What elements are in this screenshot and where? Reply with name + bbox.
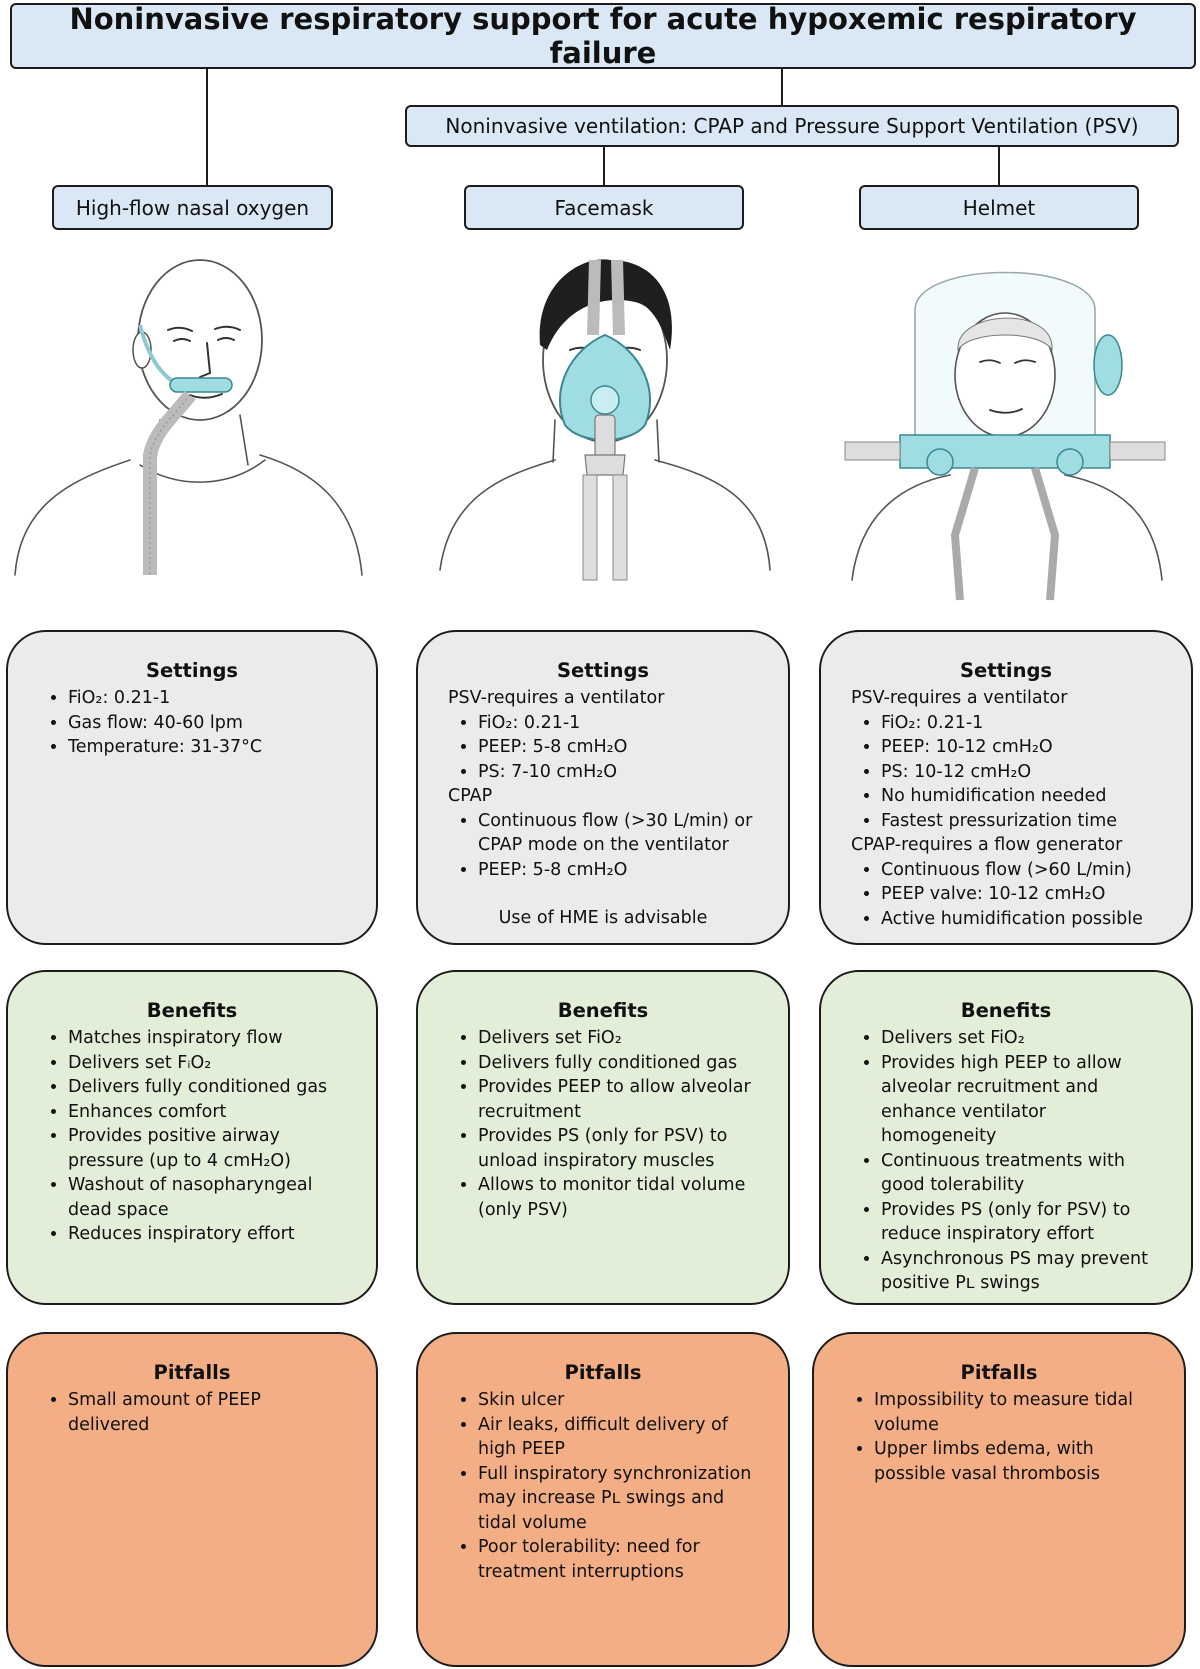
list-item: PEEP: 5-8 cmH₂O — [478, 858, 758, 883]
hfno-patient-illustration — [14, 259, 363, 576]
facemask-psv-label: PSV-requires a ventilator — [448, 688, 665, 708]
list-item: PEEP valve: 10-12 cmH₂O — [881, 882, 1161, 907]
facemask-hme-note: Use of HME is advisable — [498, 908, 708, 928]
list-item: PS: 7-10 cmH₂O — [478, 760, 758, 785]
niv-header: Noninvasive ventilation: CPAP and Pressu… — [405, 105, 1179, 147]
facemask-benefits-list: Delivers set FiO₂ Delivers fully conditi… — [448, 1026, 758, 1222]
connector-niv-helmet — [998, 147, 1000, 185]
list-item: No humidification needed — [881, 784, 1161, 809]
list-item: Provides PEEP to allow alveolar recruitm… — [478, 1075, 758, 1124]
list-item: Delivers fully conditioned gas — [478, 1051, 758, 1076]
helmet-pitfalls-card: Pitfalls Impossibility to measure tidal … — [812, 1332, 1186, 1667]
helmet-cpap-list: Continuous flow (>60 L/min) PEEP valve: … — [851, 858, 1161, 932]
hfno-pitfalls-list: Small amount of PEEP delivered — [38, 1388, 346, 1437]
hfno-settings-heading: Settings — [145, 659, 239, 682]
list-item: Full inspiratory synchronization may inc… — [478, 1462, 758, 1536]
facemask-patient-illustration — [439, 259, 771, 581]
list-item: Active humidification possible — [881, 907, 1161, 932]
list-item: Delivers fully conditioned gas — [68, 1075, 346, 1100]
facemask-hair — [539, 259, 672, 350]
facemask-benefits-heading: Benefits — [557, 999, 649, 1022]
helmet-benefits-card: Benefits Delivers set FiO₂ Provides high… — [819, 970, 1193, 1305]
hfno-settings-card: Settings FiO₂: 0.21-1 Gas flow: 40-60 lp… — [6, 630, 378, 945]
helmet-settings-card: Settings PSV-requires a ventilator FiO₂:… — [819, 630, 1193, 945]
diagram-title: Noninvasive respiratory support for acut… — [10, 2, 1196, 70]
list-item: Provides PS (only for PSV) to reduce ins… — [881, 1198, 1161, 1247]
facemask-cpap-list: Continuous flow (>30 L/min) or CPAP mode… — [448, 809, 758, 883]
list-item: Continuous flow (>30 L/min) or CPAP mode… — [478, 809, 758, 858]
helmet-pitfalls-heading: Pitfalls — [960, 1361, 1038, 1384]
helmet-patient-illustration — [844, 271, 1166, 601]
facemask-settings-heading: Settings — [556, 659, 650, 682]
connector-niv-facemask — [603, 147, 605, 185]
list-item: PEEP: 10-12 cmH₂O — [881, 735, 1161, 760]
list-item: PS: 10-12 cmH₂O — [881, 760, 1161, 785]
list-item: Matches inspiratory flow — [68, 1026, 346, 1051]
list-item: Fastest pressurization time — [881, 809, 1161, 834]
facemask-psv-list: FiO₂: 0.21-1 PEEP: 5-8 cmH₂O PS: 7-10 cm… — [448, 711, 758, 785]
nasal-cannula-icon — [169, 377, 233, 393]
facemask-cpap-label: CPAP — [448, 786, 493, 806]
hfno-benefits-heading: Benefits — [146, 999, 238, 1022]
list-item: Reduces inspiratory effort — [68, 1222, 346, 1247]
helmet-pitfalls-list: Impossibility to measure tidal volume Up… — [844, 1388, 1154, 1486]
list-item: Delivers set FiO₂ — [881, 1026, 1161, 1051]
list-item: Upper limbs edema, with possible vasal t… — [874, 1437, 1154, 1486]
list-item: Provides high PEEP to allow alveolar rec… — [881, 1051, 1161, 1149]
list-item: Washout of nasopharyngeal dead space — [68, 1173, 346, 1222]
facemask-pitfalls-heading: Pitfalls — [564, 1361, 642, 1384]
facemask-benefits-card: Benefits Delivers set FiO₂ Delivers full… — [416, 970, 790, 1305]
hfno-settings-list: FiO₂: 0.21-1 Gas flow: 40-60 lpm Tempera… — [38, 686, 346, 760]
list-item: Air leaks, difficult delivery of high PE… — [478, 1413, 758, 1462]
helmet-psv-label: PSV-requires a ventilator — [851, 688, 1068, 708]
helmet-cpap-label: CPAP-requires a flow generator — [851, 835, 1123, 855]
hfno-pitfalls-heading: Pitfalls — [153, 1361, 231, 1384]
list-item: Continuous treatments with good tolerabi… — [881, 1149, 1161, 1198]
connector-title-niv — [781, 69, 783, 105]
list-item: Allows to monitor tidal volume (only PSV… — [478, 1173, 758, 1222]
list-item: FiO₂: 0.21-1 — [478, 711, 758, 736]
list-item: Enhances comfort — [68, 1100, 346, 1125]
list-item: FiO₂: 0.21-1 — [68, 686, 346, 711]
hfno-header: High-flow nasal oxygen — [52, 185, 333, 230]
list-item: FiO₂: 0.21-1 — [881, 711, 1161, 736]
list-item: Continuous flow (>60 L/min) — [881, 858, 1161, 883]
list-item: Temperature: 31-37°C — [68, 735, 346, 760]
list-item: Small amount of PEEP delivered — [68, 1388, 346, 1437]
helmet-header: Helmet — [859, 185, 1139, 230]
list-item: Skin ulcer — [478, 1388, 758, 1413]
hfno-pitfalls-card: Pitfalls Small amount of PEEP delivered — [6, 1332, 378, 1667]
list-item: Impossibility to measure tidal volume — [874, 1388, 1154, 1437]
helmet-benefits-list: Delivers set FiO₂ Provides high PEEP to … — [851, 1026, 1161, 1296]
hfno-benefits-list: Matches inspiratory flow Delivers set Fᵢ… — [38, 1026, 346, 1247]
facemask-header: Facemask — [464, 185, 744, 230]
hfno-benefits-card: Benefits Matches inspiratory flow Delive… — [6, 970, 378, 1305]
facemask-settings-card: Settings PSV-requires a ventilator FiO₂:… — [416, 630, 790, 945]
helmet-benefits-heading: Benefits — [960, 999, 1052, 1022]
list-item: Delivers set FᵢO₂ — [68, 1051, 346, 1076]
helmet-psv-list: FiO₂: 0.21-1 PEEP: 10-12 cmH₂O PS: 10-12… — [851, 711, 1161, 834]
list-item: Asynchronous PS may prevent positive Pʟ … — [881, 1247, 1161, 1296]
list-item: PEEP: 5-8 cmH₂O — [478, 735, 758, 760]
list-item: Gas flow: 40-60 lpm — [68, 711, 346, 736]
list-item: Poor tolerability: need for treatment in… — [478, 1535, 758, 1584]
hfno-head — [137, 259, 263, 421]
facemask-pitfalls-list: Skin ulcer Air leaks, difficult delivery… — [448, 1388, 758, 1584]
helmet-settings-heading: Settings — [959, 659, 1053, 682]
facemask-pitfalls-card: Pitfalls Skin ulcer Air leaks, difficult… — [416, 1332, 790, 1667]
connector-title-hfno — [206, 69, 208, 185]
list-item: Provides positive airway pressure (up to… — [68, 1124, 346, 1173]
list-item: Delivers set FiO₂ — [478, 1026, 758, 1051]
list-item: Provides PS (only for PSV) to unload ins… — [478, 1124, 758, 1173]
